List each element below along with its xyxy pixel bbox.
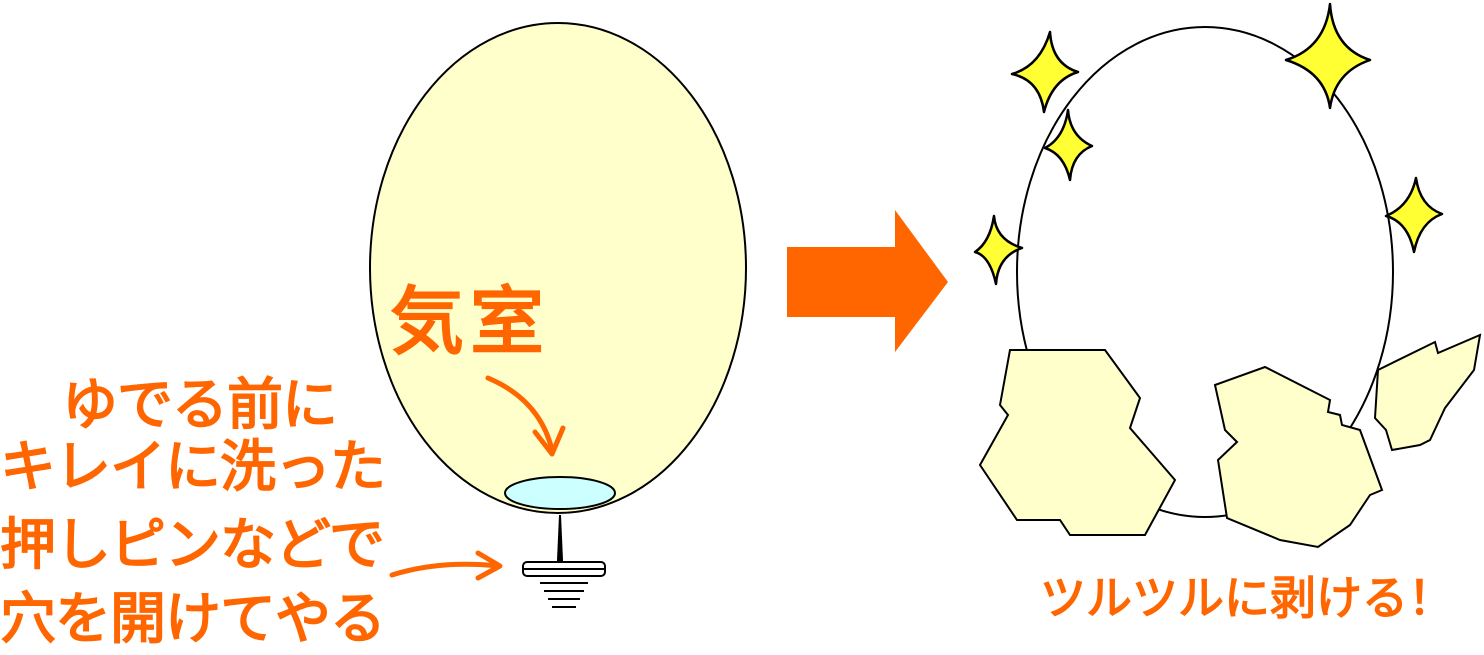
sparkle-icon [1010, 30, 1080, 114]
pin-pointer-arrowhead [475, 550, 503, 581]
process-arrow [787, 210, 948, 352]
shell-fragment [978, 349, 1177, 536]
instruction-line: キレイに洗った [0, 435, 386, 500]
sparkle-icon [1043, 108, 1094, 182]
instruction-line: ゆでる前に [62, 373, 338, 438]
air-cell-pointer-arrow [485, 375, 555, 453]
air-cell [504, 476, 616, 510]
instruction-line: 穴を開けてやる [0, 587, 386, 652]
shell-fragment [1213, 365, 1384, 549]
sparkle-icon [1284, 2, 1372, 110]
sparkles [973, 2, 1444, 286]
air-cell-label: 気室 [390, 279, 550, 365]
sparkle-icon [973, 214, 1024, 286]
instruction-line: 押しピンなどで [0, 513, 385, 578]
shell-fragment [1373, 333, 1482, 452]
pin-pointer-arrow [389, 561, 501, 578]
air-cell-pointer-arrowhead [532, 425, 566, 457]
raw-egg [369, 22, 747, 514]
shell-fragments [978, 333, 1482, 549]
result-label: ツルツルに剥ける！ [1040, 571, 1454, 625]
sparkle-icon [1384, 176, 1444, 254]
push-pin-icon [522, 514, 606, 608]
